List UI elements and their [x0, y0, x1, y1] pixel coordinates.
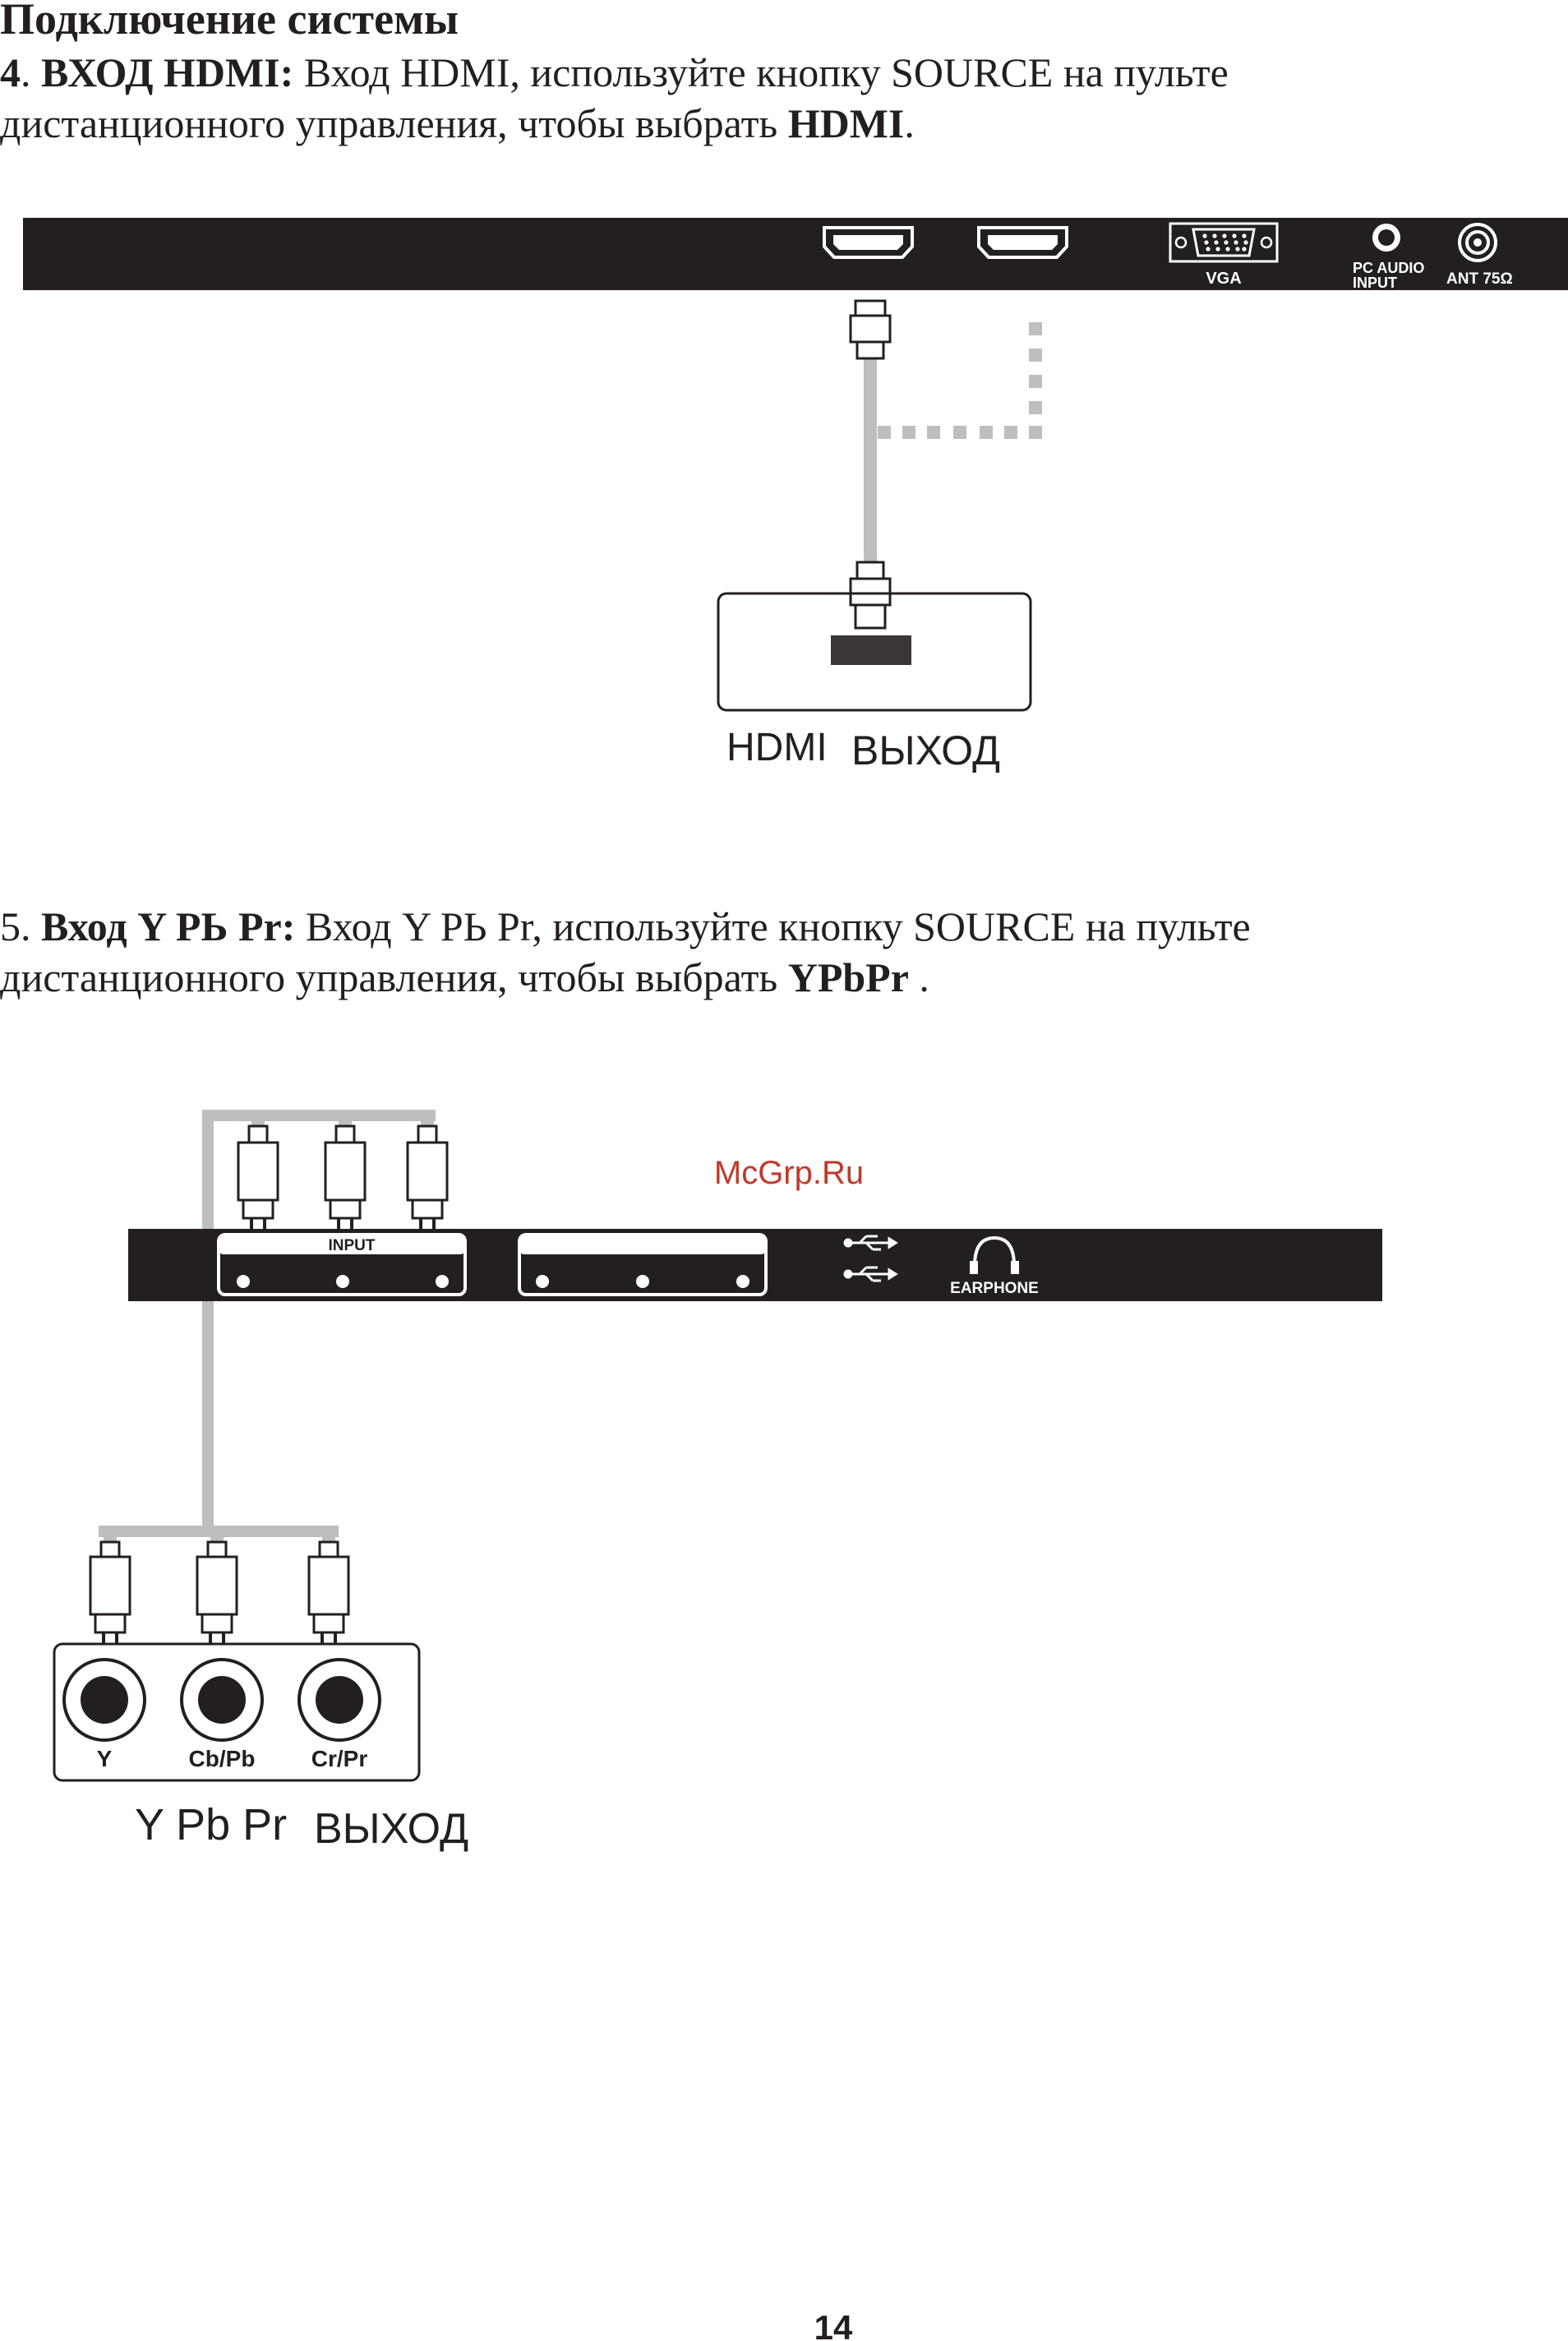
hdmi-instruction-line1: 4. ВХОД HDMI: Вход HDMI, используйте кно…	[0, 47, 1229, 98]
antenna-jack-icon	[1458, 223, 1497, 262]
component-cable	[99, 1110, 436, 1560]
ypbpr-section-text1: Вход Y РЬ Pr, используйте кнопку SOURCE …	[295, 903, 1251, 949]
rca-plug-icon	[406, 1124, 449, 1230]
alternate-cable-dotted	[878, 322, 1042, 439]
vga-port-icon	[1169, 222, 1279, 263]
hdmi-source-device	[717, 592, 1032, 712]
page-number: 14	[814, 2308, 853, 2341]
ypbpr-instruction-line1: 5. Вход Y РЬ Pr: Вход Y РЬ Pr, используй…	[0, 901, 1251, 952]
usb-icon	[843, 1235, 898, 1251]
hdmi-cable	[864, 353, 877, 567]
input-group-label: INPUT	[329, 1237, 376, 1254]
hdmi-section-bold-end: HDMI	[787, 100, 905, 146]
ypbpr-section-end: .	[908, 954, 929, 1000]
ypbpr-instruction-line2: дистанционного управления, чтобы выбрать…	[0, 952, 929, 1003]
av-input-group	[518, 1233, 768, 1296]
hdmi-output-port-icon	[831, 635, 911, 665]
pc-audio-jack-icon	[1372, 224, 1400, 252]
hdmi-section-sep: .	[21, 49, 31, 95]
ypbpr-section-label: Вход Y РЬ Pr:	[41, 903, 296, 949]
vga-label: VGA	[1206, 270, 1241, 288]
hdmi-plug-top-icon	[849, 299, 892, 360]
ypbpr-output-label-vyhod: ВЫХОД	[314, 1805, 468, 1853]
tv-panel-hdmi	[23, 218, 1568, 290]
rca-jack-icon	[180, 1658, 264, 1742]
hdmi-section-label: ВХОД HDMI:	[41, 49, 294, 95]
ypbpr-source-device	[53, 1642, 421, 1782]
ypbpr-output-label-ypbpr: Y Pb Pr	[135, 1800, 287, 1849]
hdmi-output-label-vyhod: ВЫХОД	[851, 727, 1000, 773]
jack-label-cr-pr: Cr/Pr	[311, 1746, 368, 1771]
jack-label-cb-pb: Cb/Pb	[189, 1746, 256, 1771]
hdmi-plug-bottom-icon	[849, 561, 892, 630]
hdmi-section-end: .	[904, 100, 915, 146]
hdmi-output-label-hdmi: HDMI	[726, 726, 828, 769]
pc-audio-label-line1: PC AUDIO	[1353, 260, 1424, 276]
rca-plug-icon	[89, 1540, 131, 1644]
rca-jack-icon	[62, 1658, 146, 1742]
component-input-group	[217, 1233, 467, 1296]
watermark-text: McGrp.Ru	[714, 1155, 864, 1191]
ypbpr-section-text2: дистанционного управления, чтобы выбрать	[0, 954, 788, 1000]
hdmi-connection-diagram: VGA PC AUDIO INPUT ANT 75Ω	[23, 218, 1568, 773]
hdmi-port-icon	[977, 226, 1068, 259]
hdmi-instruction-line2: дистанционного управления, чтобы выбрать…	[0, 98, 915, 149]
hdmi-section-number: 4	[0, 49, 21, 95]
section-title: Подключение системы	[0, 0, 459, 44]
rca-plug-icon	[307, 1540, 350, 1644]
hdmi-section-text2: дистанционного управления, чтобы выбрать	[0, 100, 788, 146]
rca-jack-icon	[297, 1658, 381, 1742]
ypbpr-section-number: 5.	[0, 903, 31, 949]
earphone-label: EARPHONE	[950, 1280, 1039, 1297]
hdmi-port-icon	[823, 226, 914, 259]
rca-plug-icon	[324, 1124, 367, 1230]
rca-plug-icon	[237, 1124, 279, 1230]
rca-plug-icon	[196, 1540, 238, 1644]
hdmi-section-text1: Вход HDMI, используйте кнопку SOURCE на …	[293, 49, 1229, 95]
headphone-icon	[970, 1235, 1019, 1274]
usb-icon	[843, 1266, 898, 1282]
ant-label: ANT 75Ω	[1446, 270, 1513, 288]
pc-audio-label-line2: INPUT	[1353, 275, 1397, 291]
tv-panel-ypbpr	[128, 1229, 1382, 1301]
jack-label-y: Y	[97, 1746, 113, 1771]
ypbpr-section-bold-end: YPbPr	[787, 954, 909, 1000]
